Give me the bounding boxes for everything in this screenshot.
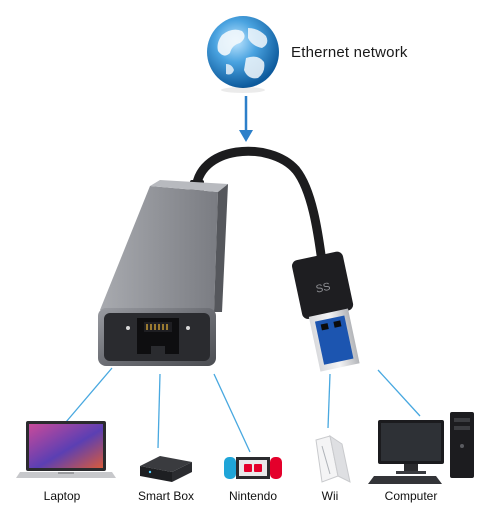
- line-to-smart-box: [157, 373, 161, 449]
- usb3-connector: SS: [292, 251, 360, 372]
- desktop-computer-icon: [368, 412, 474, 484]
- usb-cable: [191, 146, 327, 267]
- laptop-icon: [16, 421, 116, 478]
- connector-lines: [65, 367, 421, 453]
- globe-icon: [207, 16, 279, 93]
- nintendo-switch-icon: [224, 457, 282, 479]
- wii-console-icon: [315, 434, 351, 483]
- device-label-computer: Computer: [384, 489, 438, 503]
- led-indicator-icon: [126, 326, 130, 330]
- line-to-nintendo: [213, 373, 251, 453]
- down-arrow-icon: [239, 96, 253, 142]
- line-to-wii: [327, 373, 331, 429]
- device-label-laptop: Laptop: [43, 489, 81, 503]
- led-indicator-icon: [186, 326, 190, 330]
- line-to-computer: [377, 369, 421, 417]
- line-to-laptop: [65, 367, 113, 423]
- usb-ss-logo-icon: SS: [315, 281, 332, 296]
- device-label-wii: Wii: [321, 489, 339, 503]
- diagram-heading: Ethernet network: [291, 44, 408, 61]
- rj45-port-icon: [137, 318, 179, 354]
- ethernet-adapter: [98, 180, 228, 366]
- device-label-nintendo: Nintendo: [228, 489, 278, 503]
- smart-box-icon: [140, 456, 192, 482]
- device-label-smart-box: Smart Box: [137, 489, 194, 503]
